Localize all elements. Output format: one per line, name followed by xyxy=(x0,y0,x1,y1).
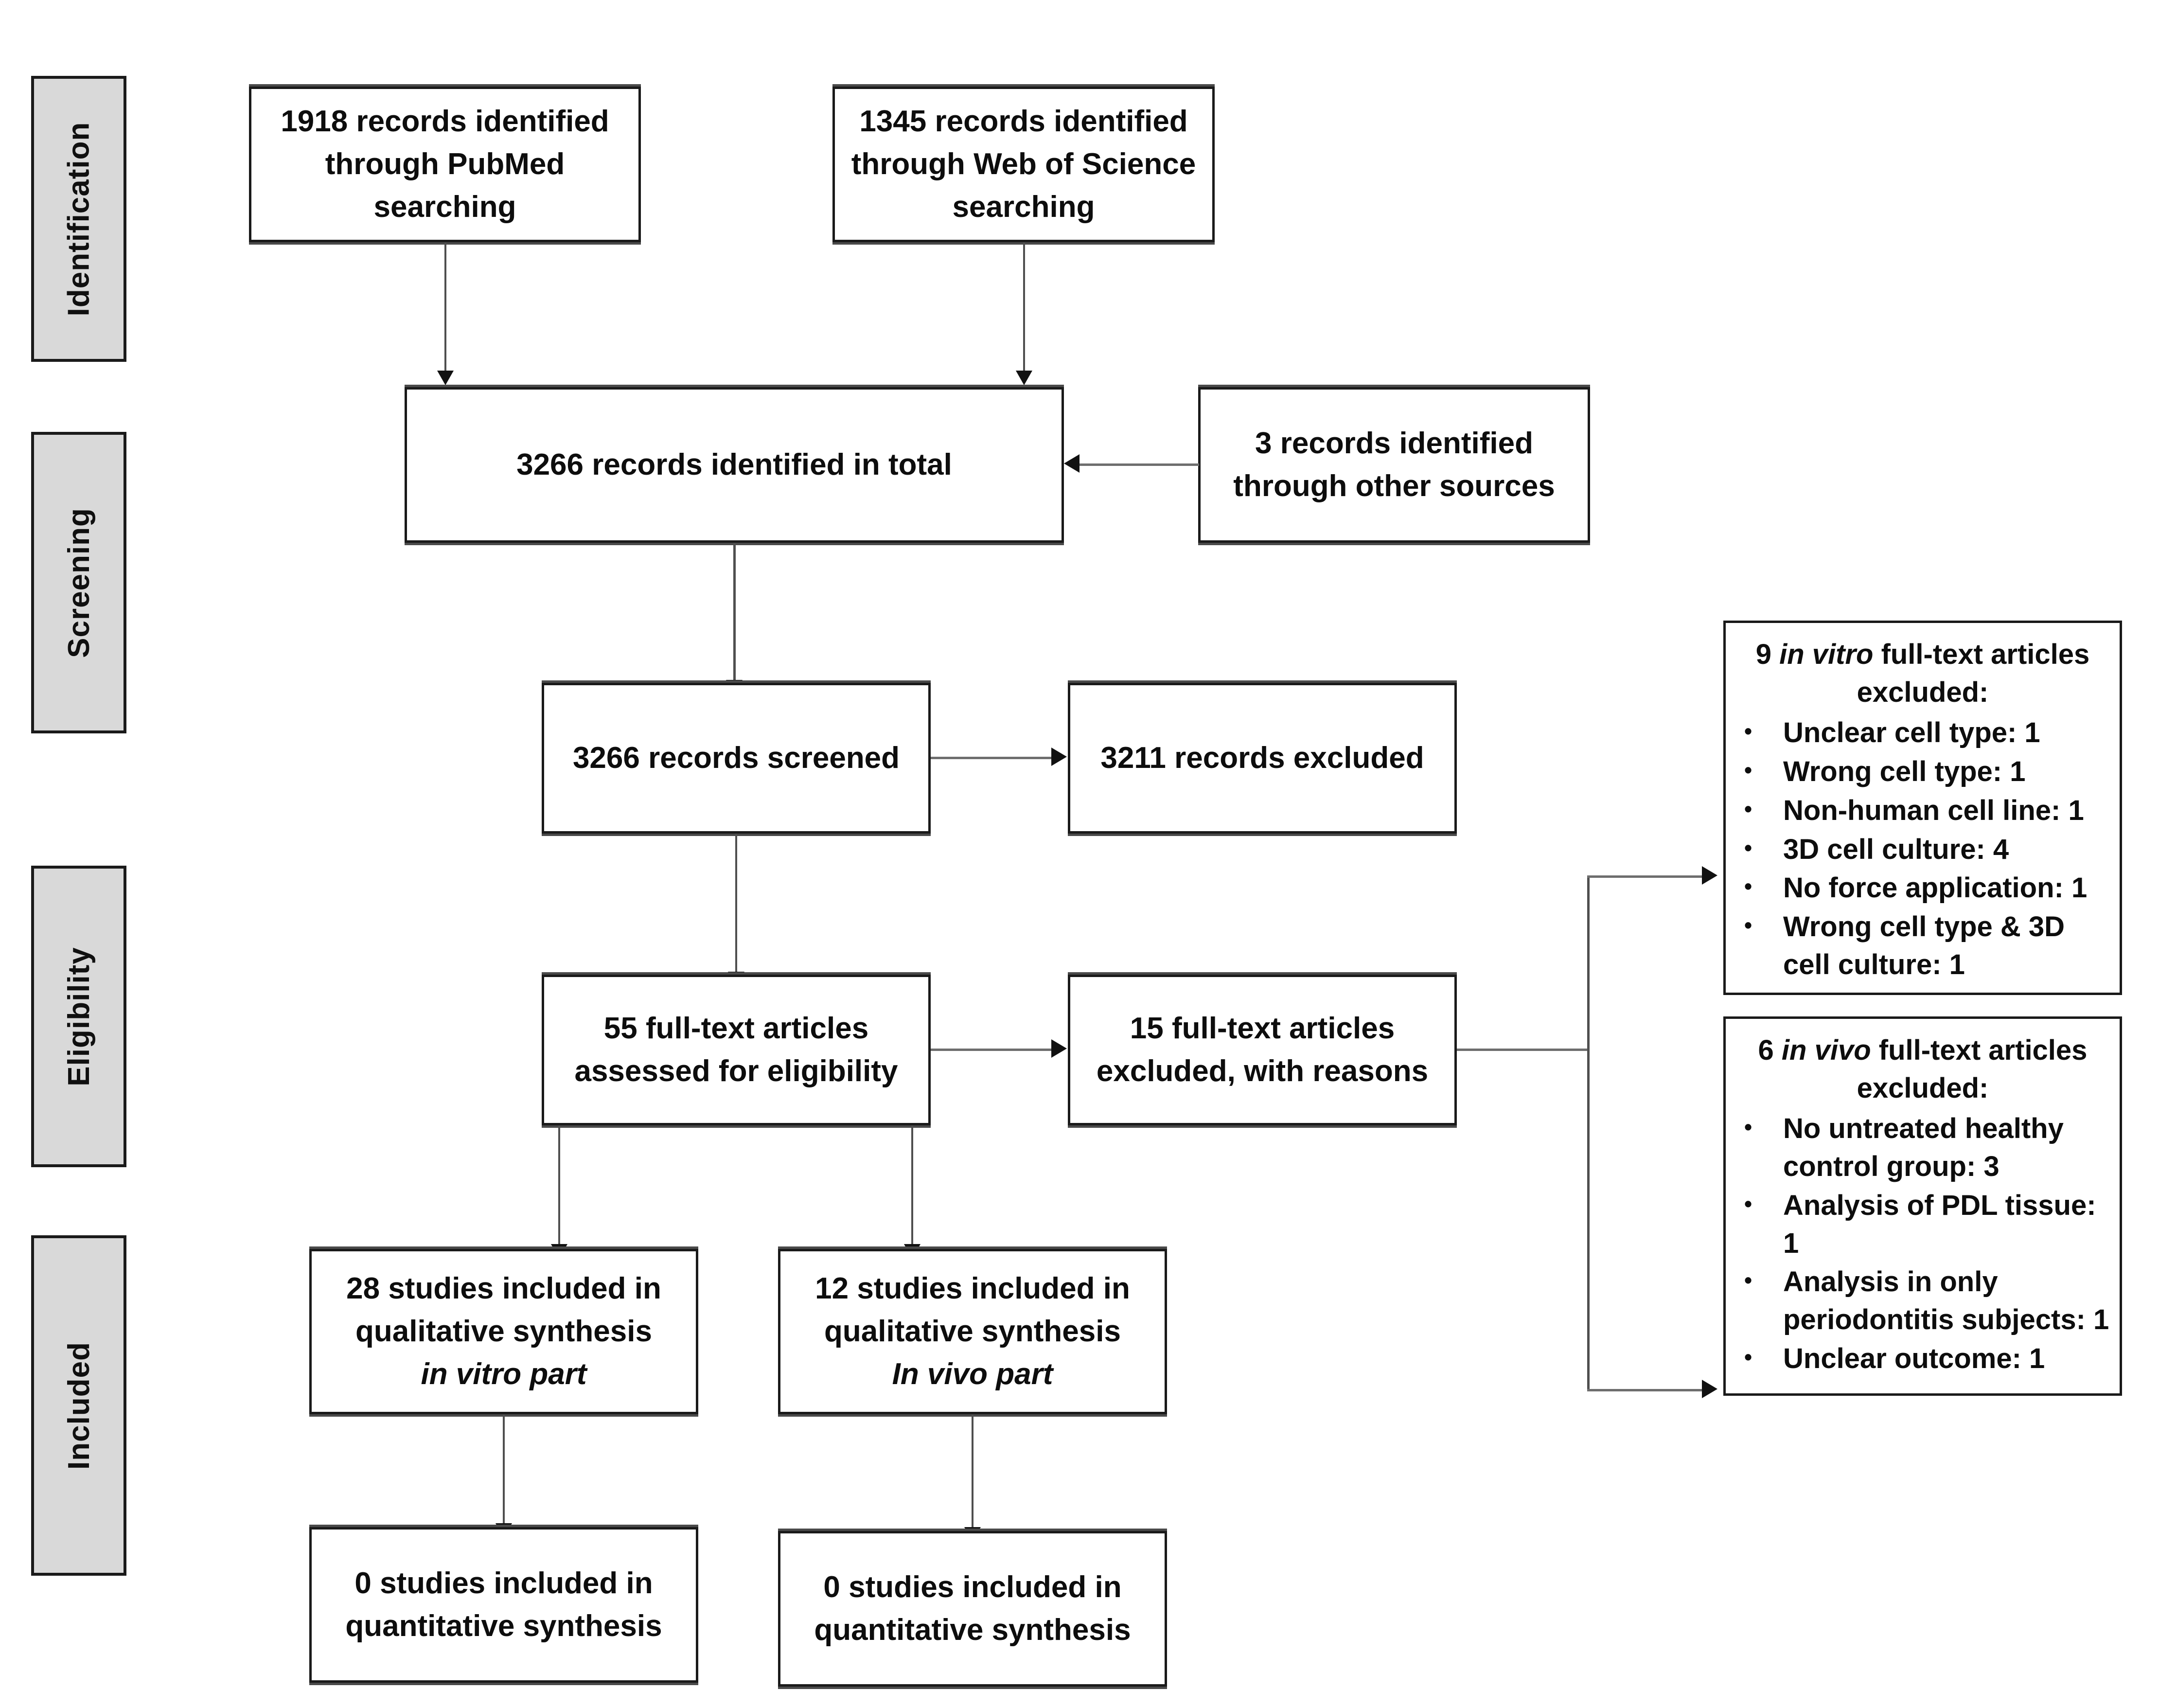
connector-assessed-to-qual-invitro xyxy=(558,1125,560,1247)
arrowhead-wos-to-total xyxy=(1016,371,1032,385)
box-articles-excluded-with-reasons: 15 full-text articles excluded, with rea… xyxy=(1068,975,1457,1125)
exclusion-in-vivo-reason-list: • No untreated healthy control group: 3 … xyxy=(1735,1110,2110,1377)
bullet-icon: • xyxy=(1744,835,1752,860)
connector-trunk-to-invitro-box xyxy=(1587,875,1705,878)
list-item: • Analysis of PDL tissue: 1 xyxy=(1735,1187,2110,1262)
box-exclusion-reasons-in-vivo: 6 in vivo full-text articles excluded: •… xyxy=(1723,1016,2122,1396)
box-qualitative-in-vivo-italic-line: In vivo part xyxy=(892,1357,1053,1391)
box-web-of-science-records-text: 1345 records identified through Web of S… xyxy=(851,104,1196,224)
box-quantitative-in-vitro: 0 studies included in quantitative synth… xyxy=(309,1527,698,1683)
box-qualitative-in-vitro-italic-line: in vitro part xyxy=(421,1357,587,1391)
bullet-icon: • xyxy=(1744,912,1752,938)
bullet-icon: • xyxy=(1744,1191,1752,1216)
arrowhead-pubmed-to-total xyxy=(437,371,454,385)
connector-other-sources-to-total xyxy=(1080,463,1199,466)
list-item: • Unclear outcome: 1 xyxy=(1735,1340,2110,1378)
stage-label-screening: Screening xyxy=(62,507,96,658)
arrowhead-trunk-to-invivo-box xyxy=(1702,1380,1717,1398)
connector-assessed-to-excluded-ft xyxy=(931,1049,1051,1051)
exclusion-in-vitro-reason-list: • Unclear cell type: 1 • Wrong cell type… xyxy=(1735,714,2110,983)
box-records-excluded-text: 3211 records excluded xyxy=(1100,741,1424,775)
stage-bar-included: Included xyxy=(31,1235,126,1576)
box-qualitative-in-vitro-text: 28 studies included in qualitative synth… xyxy=(346,1267,661,1396)
connector-qual-to-quant-in-vivo xyxy=(972,1414,973,1530)
box-pubmed-records-text: 1918 records identified through PubMed s… xyxy=(281,104,609,224)
stage-label-identification: Identification xyxy=(62,122,96,316)
stage-label-included: Included xyxy=(62,1341,96,1470)
connector-trunk-to-invivo-box xyxy=(1587,1389,1705,1391)
box-qualitative-in-vitro: 28 studies included in qualitative synth… xyxy=(309,1249,698,1414)
arrowhead-trunk-to-invitro-box xyxy=(1702,866,1717,885)
connector-screened-to-assessed xyxy=(735,834,737,975)
exclusion-in-vivo-title: 6 in vivo full-text articles excluded: xyxy=(1758,1034,2088,1104)
box-quantitative-in-vivo-text: 0 studies included in quantitative synth… xyxy=(814,1570,1131,1647)
box-qualitative-in-vivo: 12 studies included in qualitative synth… xyxy=(778,1249,1167,1414)
connector-total-to-screened xyxy=(733,543,736,683)
box-records-screened: 3266 records screened xyxy=(542,683,931,834)
box-quantitative-in-vivo: 0 studies included in quantitative synth… xyxy=(778,1531,1167,1687)
box-total-records: 3266 records identified in total xyxy=(405,387,1064,543)
exclusion-in-vitro-title-italic: in vitro xyxy=(1779,639,1874,670)
bullet-icon: • xyxy=(1744,873,1752,899)
arrowhead-screened-to-excluded xyxy=(1051,747,1067,766)
box-records-screened-text: 3266 records screened xyxy=(572,741,900,775)
list-item: • No force application: 1 xyxy=(1735,869,2110,907)
connector-wos-to-total xyxy=(1023,242,1025,374)
bullet-icon: • xyxy=(1744,796,1752,821)
list-item: • 3D cell culture: 4 xyxy=(1735,831,2110,869)
stage-bar-eligibility: Eligibility xyxy=(31,866,126,1167)
box-articles-assessed: 55 full-text articles assessed for eligi… xyxy=(542,975,931,1125)
bullet-icon: • xyxy=(1744,1114,1752,1140)
list-item: • Wrong cell type & 3D cell culture: 1 xyxy=(1735,908,2110,983)
box-total-records-text: 3266 records identified in total xyxy=(516,447,952,481)
exclusion-in-vitro-title: 9 in vitro full-text articles excluded: xyxy=(1755,639,2090,708)
connector-assessed-to-qual-invivo xyxy=(911,1125,913,1247)
box-web-of-science-records: 1345 records identified through Web of S… xyxy=(832,87,1215,242)
connector-excluded-ft-vertical-trunk xyxy=(1587,875,1590,1391)
box-exclusion-reasons-in-vitro: 9 in vitro full-text articles excluded: … xyxy=(1723,621,2122,995)
box-other-sources-records: 3 records identified through other sourc… xyxy=(1198,387,1590,543)
box-quantitative-in-vitro-text: 0 studies included in quantitative synth… xyxy=(345,1566,662,1643)
connector-qual-to-quant-in-vitro xyxy=(503,1414,505,1526)
arrowhead-assessed-to-excluded-ft xyxy=(1051,1039,1067,1058)
list-item: • No untreated healthy control group: 3 xyxy=(1735,1110,2110,1185)
connector-pubmed-to-total xyxy=(444,242,446,374)
list-item: • Analysis in only periodontitis subject… xyxy=(1735,1263,2110,1338)
box-records-excluded: 3211 records excluded xyxy=(1068,683,1457,834)
stage-bar-identification: Identification xyxy=(31,76,126,362)
list-item: • Non-human cell line: 1 xyxy=(1735,792,2110,830)
list-item: • Wrong cell type: 1 xyxy=(1735,753,2110,791)
box-other-sources-records-text: 3 records identified through other sourc… xyxy=(1233,426,1555,503)
bullet-icon: • xyxy=(1744,757,1752,783)
box-pubmed-records: 1918 records identified through PubMed s… xyxy=(249,87,641,242)
bullet-icon: • xyxy=(1744,1344,1752,1370)
arrowhead-other-sources-to-total xyxy=(1064,454,1080,473)
bullet-icon: • xyxy=(1744,1267,1752,1293)
list-item: • Unclear cell type: 1 xyxy=(1735,714,2110,752)
box-qualitative-in-vivo-text: 12 studies included in qualitative synth… xyxy=(815,1267,1130,1396)
exclusion-in-vivo-title-italic: in vivo xyxy=(1781,1034,1871,1066)
stage-label-eligibility: Eligibility xyxy=(62,946,96,1086)
connector-screened-to-excluded xyxy=(931,757,1051,759)
box-articles-excluded-with-reasons-text: 15 full-text articles excluded, with rea… xyxy=(1096,1011,1429,1088)
box-articles-assessed-text: 55 full-text articles assessed for eligi… xyxy=(574,1011,898,1088)
connector-excluded-ft-trunk xyxy=(1457,1049,1589,1051)
bullet-icon: • xyxy=(1744,718,1752,744)
stage-bar-screening: Screening xyxy=(31,432,126,733)
